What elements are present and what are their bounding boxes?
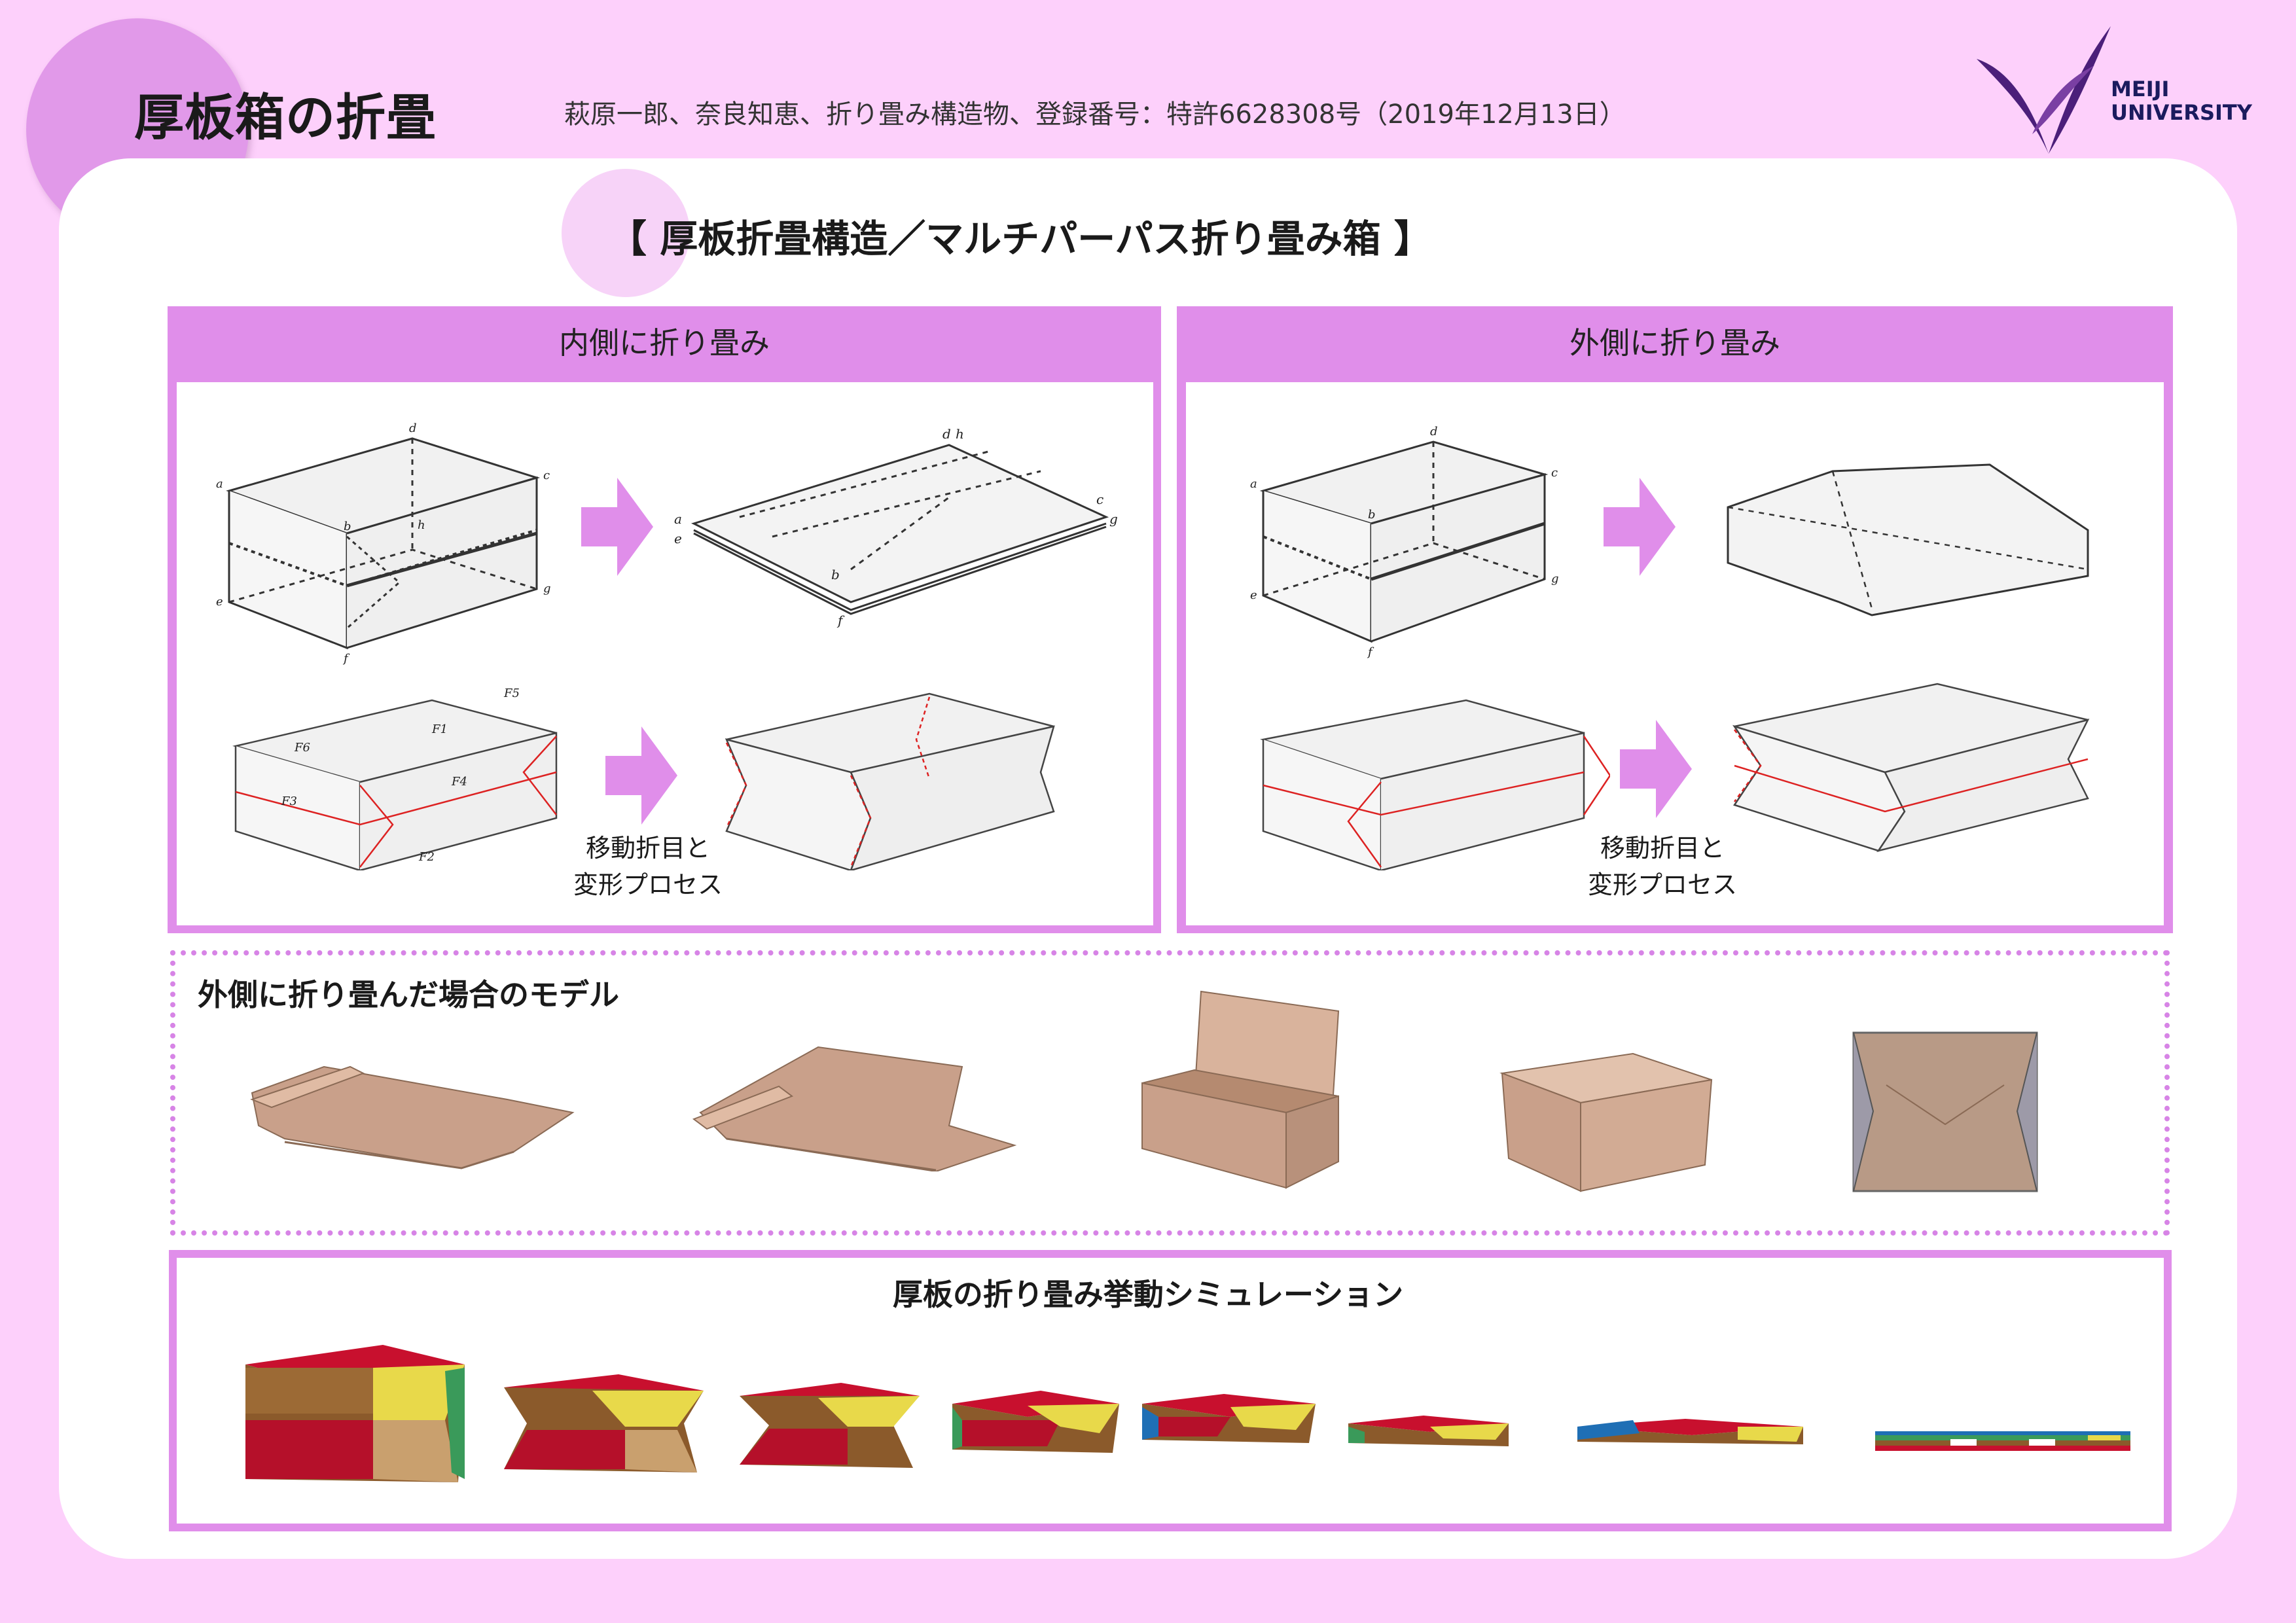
label-f: f [342, 652, 350, 666]
simulation-step-1 [245, 1345, 465, 1482]
inner-box-diagram-1: a d c b e f g h [216, 421, 551, 666]
arrow-right-icon [581, 478, 653, 576]
label-c: c [543, 469, 550, 482]
inner-box-deformed-diagram [725, 692, 1055, 870]
label-d-outer: d [1430, 425, 1438, 438]
label-f-outer: f [1367, 645, 1374, 659]
label-g-flat: g [1109, 511, 1118, 527]
label-c-flat: c [1096, 491, 1103, 507]
inner-fold-header: 内側に折り畳み [559, 325, 770, 361]
simulation-label: 厚板の折り畳み挙動シミュレーション [892, 1277, 1404, 1312]
label-e: e [216, 595, 223, 609]
subtitle-circle-decoration [562, 169, 690, 297]
simulation-step-6 [1348, 1416, 1509, 1446]
label-a: a [216, 477, 223, 491]
outer-box-deformed-diagram [1732, 683, 2090, 852]
label-b-flat: b [831, 567, 840, 582]
outer-box-crease-diagram [1260, 699, 1610, 870]
arrow-right-icon [605, 726, 677, 825]
logo-line-2: UNIVERSITY [2111, 100, 2252, 125]
label-g: g [543, 582, 551, 596]
label-d-flat: d [942, 426, 951, 442]
logo-line-1: MEIJI [2111, 77, 2170, 101]
label-c-outer: c [1551, 466, 1558, 480]
simulation-step-5 [1142, 1394, 1316, 1443]
patent-citation: 萩原一郎、奈良知恵、折り畳み構造物、登録番号：特許6628308号（2019年1… [564, 99, 1626, 130]
outer-fold-header: 外側に折り畳み [1570, 325, 1780, 361]
simulation-step-3 [740, 1383, 920, 1468]
label-a-flat: a [674, 511, 682, 527]
inner-box-crease-diagram: F6 F1 F5 F3 F4 F2 [232, 687, 558, 870]
label-f2: F2 [418, 850, 435, 864]
outer-caption-line-2: 変形プロセス [1587, 870, 1737, 899]
outer-box-diagram-1: a d c b e f g [1250, 425, 1559, 659]
label-d: d [409, 421, 417, 435]
outer-fold-caption: 移動折目と 変形プロセス [1564, 830, 1761, 903]
cardboard-model-closed-box [1499, 1052, 1713, 1192]
label-h-flat: h [956, 426, 964, 442]
simulation-step-4 [952, 1391, 1119, 1453]
models-section [170, 950, 2170, 1236]
label-g-outer: g [1551, 572, 1559, 586]
label-f-flat: f [836, 613, 845, 628]
label-f5: F5 [503, 687, 520, 700]
outer-box-diagram-2 [1727, 463, 2089, 616]
label-f3: F3 [281, 794, 297, 808]
logo-text: MEIJI UNIVERSITY [2111, 77, 2252, 124]
label-b-outer: b [1368, 508, 1376, 522]
cardboard-model-coated-box [1852, 1031, 2038, 1192]
simulation-step-2 [504, 1374, 704, 1472]
outer-caption-line-1: 移動折目と [1600, 834, 1725, 863]
inner-caption-line-2: 変形プロセス [573, 870, 723, 899]
arrow-right-icon [1604, 478, 1676, 576]
label-f4: F4 [451, 775, 467, 789]
simulation-step-7 [1577, 1419, 1803, 1444]
page-title: 厚板箱の折畳 [134, 88, 437, 147]
section-subtitle: 【 厚板折畳構造／マルチパーパス折り畳み箱 】 [609, 217, 1432, 261]
label-h: h [418, 518, 425, 532]
label-a-outer: a [1250, 477, 1257, 491]
simulation-step-8 [1875, 1431, 2130, 1451]
models-label: 外側に折り畳んだ場合のモデル [198, 977, 619, 1012]
arrow-right-icon [1620, 720, 1692, 818]
cardboard-model-open-box [1141, 990, 1340, 1189]
cardboard-model-flat-2 [692, 1046, 1017, 1171]
inner-fold-caption: 移動折目と 変形プロセス [550, 830, 746, 903]
label-e-outer: e [1250, 588, 1257, 602]
inner-box-diagram-2: a e d h c g b f [674, 426, 1118, 628]
label-b: b [344, 520, 351, 533]
meiji-university-logo-icon [1977, 26, 2111, 154]
label-f1: F1 [431, 722, 448, 736]
label-f6: F6 [294, 741, 310, 755]
inner-caption-line-1: 移動折目と [585, 834, 710, 863]
cardboard-model-flat-1 [250, 1065, 575, 1169]
label-e-flat: e [674, 531, 682, 546]
